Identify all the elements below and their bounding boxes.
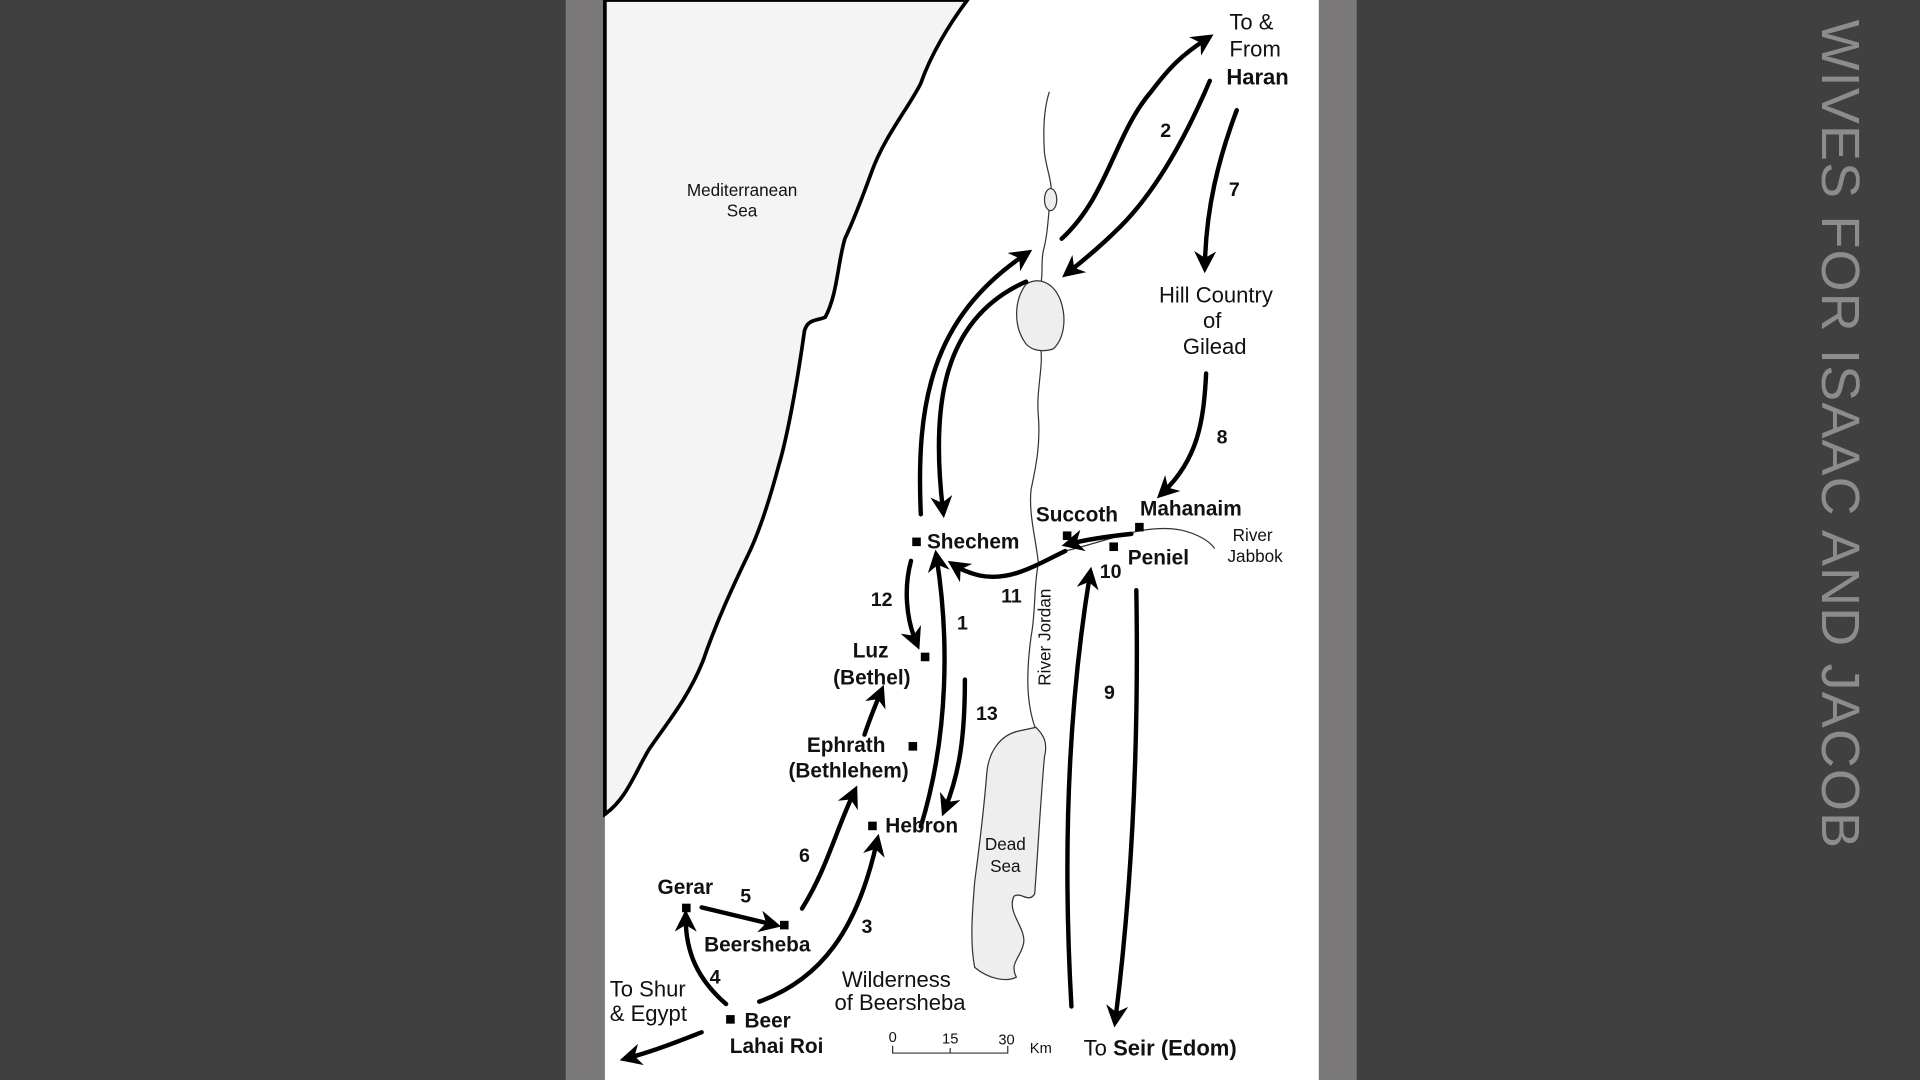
label-beer: Beer [744,1009,790,1032]
shur-label: To Shur & Egypt [610,977,687,1026]
scale-bar: 0 15 30 Km [889,1030,1052,1057]
label-gerar: Gerar [658,876,714,899]
route-5 [699,905,782,933]
label-shechem: Shechem [927,531,1019,554]
scale-tick-0: 0 [889,1030,897,1046]
haran-label-line1: To & [1229,9,1273,34]
haran-label: To & From Haran [1226,9,1288,89]
marker-hebron [868,821,877,831]
route-number-4: 4 [710,966,721,988]
route-3 [756,833,885,1004]
label-beersheba: Beersheba [704,933,811,956]
label-luz: Luz [853,640,889,663]
route-12 [900,558,921,650]
route-7 [1194,108,1239,274]
marker-succoth [1062,531,1072,540]
route-mahanaim-succoth [1061,529,1134,552]
marker-mahanaim [1135,522,1144,532]
gilead-label: Hill Country of Gilead [1159,282,1273,358]
scale-bar-line [892,1045,1009,1054]
slide-title: WIVES FOR ISAAC AND JACOB [1810,20,1870,850]
seir-name: Seir (Edom) [1113,1036,1237,1061]
marker-beer-lahai-roi [726,1015,735,1024]
label-bethlehem: (Bethlehem) [788,760,908,783]
route-2-return [1062,78,1212,278]
route-number-7: 7 [1229,179,1240,201]
route-number-13: 13 [976,703,998,725]
marker-beersheba [780,920,789,930]
gilead-label-line2: of [1203,308,1222,333]
label-mahanaim: Mahanaim [1140,498,1242,521]
label-ephrath: Ephrath [807,734,886,757]
scale-unit: Km [1030,1041,1052,1057]
route-number-12: 12 [871,589,893,611]
dead-sea-label-line1: Dead [985,834,1026,854]
dead-sea-label: Dead Sea [985,834,1026,876]
place-labels: Shechem Succoth Mahanaim Peniel Luz (Bet… [658,498,1242,1059]
wilderness-label-line1: Wilderness [842,967,951,992]
marker-peniel [1109,542,1118,552]
sea-label-line1: Mediterranean [687,180,797,200]
route-number-5: 5 [740,885,751,907]
jabbok-label: River Jabbok [1227,525,1283,566]
label-lahai-roi: Lahai Roi [730,1035,824,1058]
gilead-label-line1: Hill Country [1159,282,1273,307]
route-2-outbound [1059,34,1214,241]
routes [619,34,1239,1066]
wilderness-label-line2: of Beersheba [834,990,966,1015]
route-to-shur [619,1030,704,1066]
route-number-2: 2 [1160,120,1171,142]
river-jabbok [1065,527,1216,552]
marker-ephrath [908,742,918,751]
marker-gerar [682,903,691,913]
route-numbers: 1 2 3 4 5 6 7 8 9 10 11 12 13 [710,120,1240,988]
label-succoth: Succoth [1036,504,1118,527]
route-4 [674,909,729,1007]
route-8 [1156,371,1209,499]
route-shechem-north-out [917,249,1033,517]
haran-label-line3: Haran [1226,64,1288,89]
route-ephrath-luz [862,684,886,737]
gilead-label-line3: Gilead [1183,334,1247,359]
seir-label: To Seir (Edom) [1084,1036,1237,1061]
label-hebron: Hebron [885,815,958,838]
label-peniel: Peniel [1128,546,1189,569]
route-1 [918,549,950,829]
route-number-9: 9 [1104,682,1115,704]
sea-label-line2: Sea [727,201,758,221]
route-number-1: 1 [957,612,968,634]
sea-of-galilee [1016,280,1065,352]
jabbok-label-line1: River [1233,525,1273,545]
route-number-3: 3 [861,916,872,938]
scale-tick-30: 30 [998,1032,1014,1048]
town-markers [682,522,1144,1024]
dead-sea-label-line2: Sea [990,856,1021,876]
haran-label-line2: From [1229,36,1280,61]
mediterranean-sea [603,0,970,818]
jabbok-label-line2: Jabbok [1227,546,1283,566]
shur-label-line2: & Egypt [610,1001,687,1026]
route-13 [939,677,968,817]
shur-label-line1: To Shur [610,977,686,1002]
dead-sea [971,726,1047,981]
marker-luz [920,652,930,662]
jordan-label: River Jordan [1035,589,1055,686]
wilderness-label: Wilderness of Beersheba [834,967,966,1015]
route-shechem-north-return [930,279,1029,519]
scale-tick-15: 15 [942,1031,958,1047]
route-9-north [1065,566,1099,1009]
label-bethel: (Bethel) [833,666,910,689]
route-number-8: 8 [1217,426,1228,448]
seir-prefix: To [1084,1036,1107,1061]
route-number-6: 6 [799,845,810,867]
sea-label: Mediterranean Sea [687,180,797,221]
marker-shechem [912,537,921,547]
route-number-10: 10 [1100,561,1122,583]
route-9-south [1106,588,1140,1028]
route-number-11: 11 [1001,585,1022,607]
lake-huleh [1043,187,1058,212]
route-11 [947,548,1068,583]
route-6 [799,785,858,911]
